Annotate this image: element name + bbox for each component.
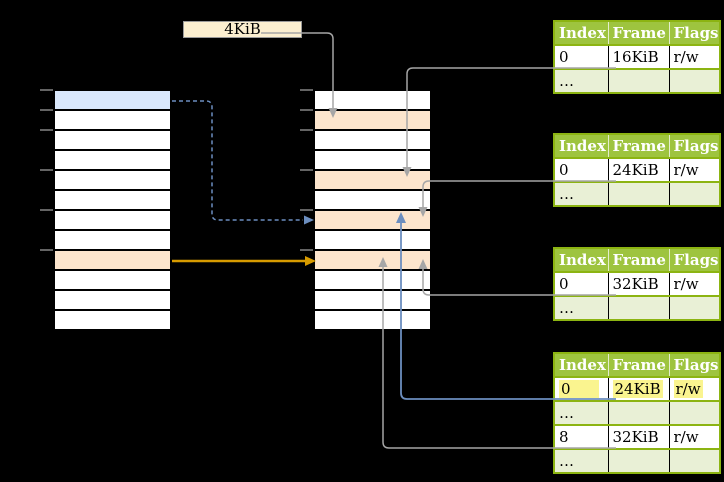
header-index: Index	[554, 134, 608, 158]
virtual-page-cell	[55, 91, 170, 111]
table-row: 8 32KiB r/w	[554, 424, 720, 449]
cell-index: …	[554, 448, 608, 473]
virtual-memory-column	[53, 89, 172, 331]
cell-flags: r/w	[668, 376, 720, 401]
cell-index: 0	[554, 157, 608, 182]
address-ticks-middle	[300, 89, 313, 251]
page-table-16kib: Index Frame Flags 0 16KiB r/w …	[553, 20, 721, 94]
table-row: 0 32KiB r/w	[554, 271, 720, 296]
cell-frame	[607, 448, 669, 473]
highlighted-value: r/w	[673, 380, 703, 398]
physical-frame-cell	[315, 111, 430, 131]
cell-frame	[607, 68, 669, 93]
table-header-row: Index Frame Flags	[554, 134, 720, 158]
virtual-page-cell	[55, 211, 170, 231]
header-flags: Flags	[668, 353, 720, 377]
table-row-ellipsis: …	[554, 68, 720, 93]
highlighted-value: 0	[559, 380, 599, 398]
cell-frame	[607, 295, 669, 320]
physical-frame-cell	[315, 291, 430, 311]
page-size-label: 4KiB	[183, 21, 302, 38]
cell-frame: 16KiB	[607, 44, 669, 69]
virtual-page-cell	[55, 311, 170, 329]
cell-flags	[668, 400, 720, 425]
virtual-page-cell	[55, 111, 170, 131]
header-index: Index	[554, 353, 608, 377]
table-header-row: Index Frame Flags	[554, 21, 720, 45]
physical-frame-cell	[315, 191, 430, 211]
header-index: Index	[554, 21, 608, 45]
cell-index: …	[554, 295, 608, 320]
cell-flags	[668, 68, 720, 93]
table-header-row: Index Frame Flags	[554, 248, 720, 272]
table-row-ellipsis: …	[554, 181, 720, 206]
physical-frame-cell	[315, 131, 430, 151]
physical-frame-cell	[315, 231, 430, 251]
header-flags: Flags	[668, 248, 720, 272]
cell-index: …	[554, 68, 608, 93]
cell-frame: 32KiB	[607, 271, 669, 296]
table-row-ellipsis: …	[554, 448, 720, 473]
virtual-page-cell	[55, 191, 170, 211]
physical-frame-cell	[315, 151, 430, 171]
page-table-24kib: Index Frame Flags 0 24KiB r/w …	[553, 133, 721, 207]
table-row: 0 24KiB r/w	[554, 157, 720, 182]
cell-frame: 24KiB	[607, 376, 669, 401]
header-frame: Frame	[607, 248, 669, 272]
virtual-page-cell	[55, 131, 170, 151]
header-frame: Frame	[607, 353, 669, 377]
cell-frame	[607, 400, 669, 425]
virtual-page-cell	[55, 271, 170, 291]
table-row-ellipsis: …	[554, 295, 720, 320]
virtual-page-cell	[55, 151, 170, 171]
cell-flags: r/w	[668, 44, 720, 69]
header-index: Index	[554, 248, 608, 272]
header-flags: Flags	[668, 21, 720, 45]
physical-frame-cell	[315, 91, 430, 111]
cell-index: 8	[554, 424, 608, 449]
cell-flags	[668, 295, 720, 320]
highlighted-value: 24KiB	[612, 380, 663, 398]
cell-frame	[607, 181, 669, 206]
header-frame: Frame	[607, 21, 669, 45]
cell-frame: 32KiB	[607, 424, 669, 449]
virtual-page-cell	[55, 251, 170, 271]
arrow-virtualpage-to-frame24-dashed	[172, 100, 314, 225]
page-table-32kib: Index Frame Flags 0 32KiB r/w …	[553, 247, 721, 321]
arrow-virtualpage-to-frame32	[172, 256, 316, 266]
cell-flags: r/w	[668, 424, 720, 449]
table-header-row: Index Frame Flags	[554, 353, 720, 377]
cell-flags	[668, 181, 720, 206]
cell-frame: 24KiB	[607, 157, 669, 182]
cell-flags	[668, 448, 720, 473]
header-frame: Frame	[607, 134, 669, 158]
cell-flags: r/w	[668, 271, 720, 296]
table-row-ellipsis: …	[554, 400, 720, 425]
page-table-level2: Index Frame Flags 0 24KiB r/w … 8 32KiB …	[553, 352, 721, 474]
address-ticks-left	[40, 89, 53, 251]
table-row: 0 16KiB r/w	[554, 44, 720, 69]
physical-frame-cell	[315, 271, 430, 291]
physical-frame-cell	[315, 211, 430, 231]
physical-memory-column	[313, 89, 432, 331]
virtual-page-cell	[55, 291, 170, 311]
table-row-highlighted: 0 24KiB r/w	[554, 376, 720, 401]
header-flags: Flags	[668, 134, 720, 158]
cell-index: …	[554, 400, 608, 425]
virtual-page-cell	[55, 171, 170, 191]
cell-index: 0	[554, 44, 608, 69]
virtual-page-cell	[55, 231, 170, 251]
physical-frame-cell	[315, 311, 430, 329]
physical-frame-cell	[315, 171, 430, 191]
physical-frame-cell	[315, 251, 430, 271]
cell-index: …	[554, 181, 608, 206]
cell-index: 0	[554, 376, 608, 401]
cell-index: 0	[554, 271, 608, 296]
cell-flags: r/w	[668, 157, 720, 182]
